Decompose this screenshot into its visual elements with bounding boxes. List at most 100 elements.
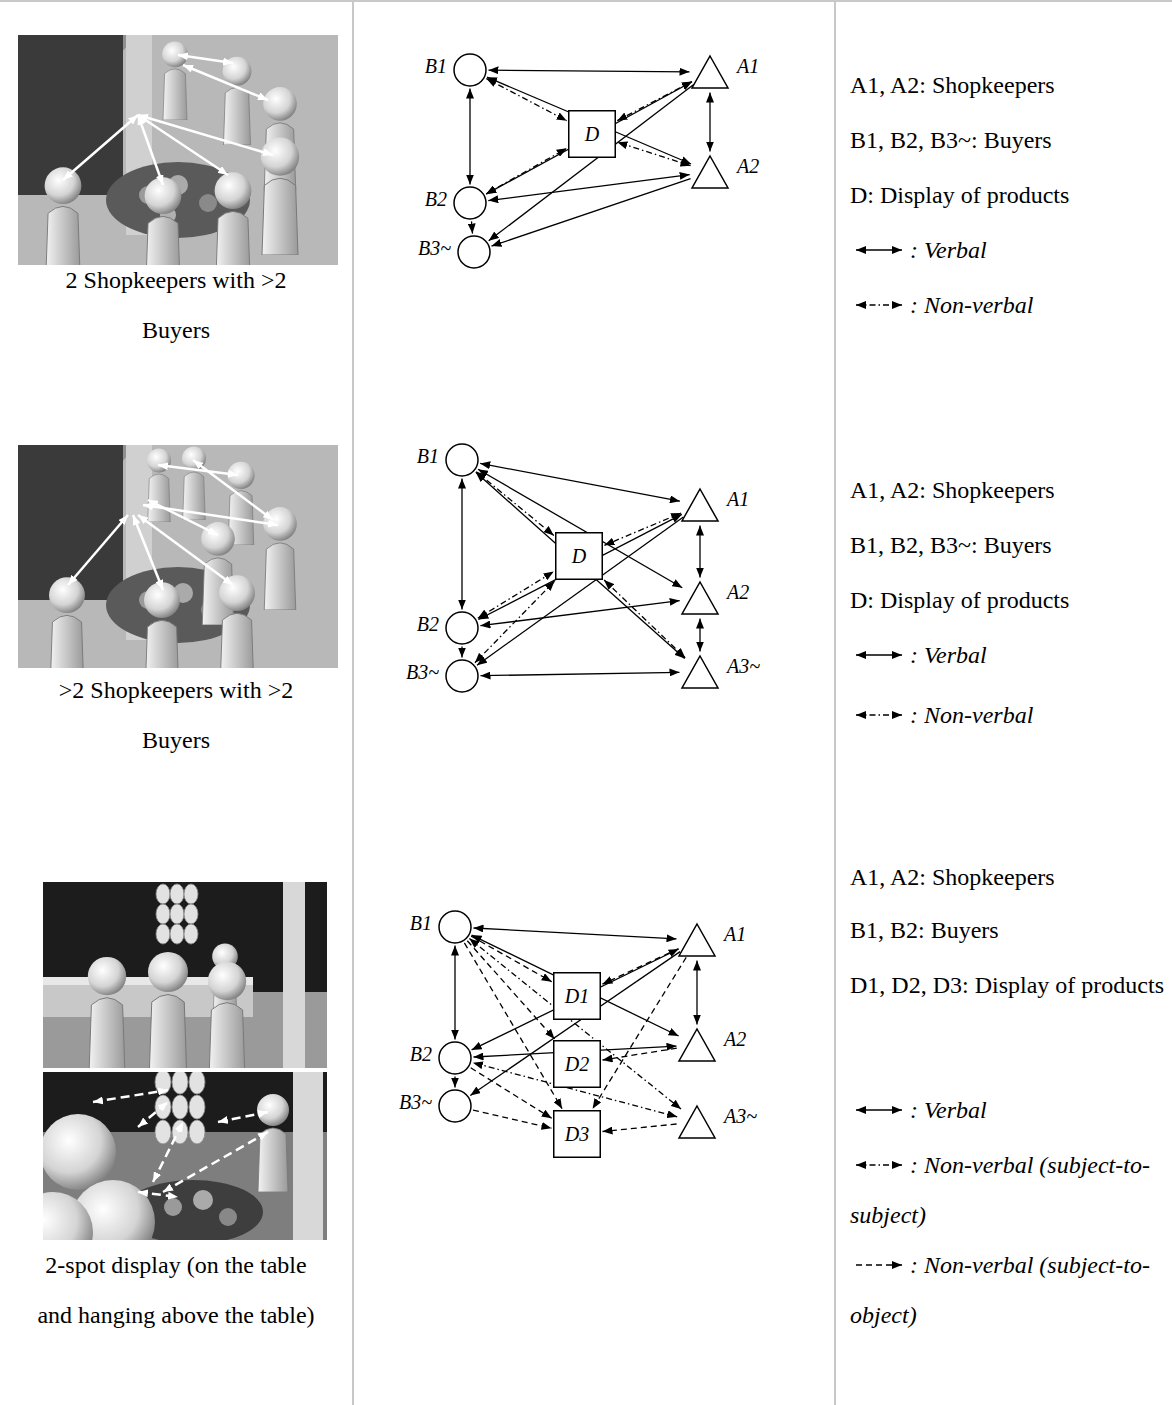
- illustration-part: [293, 1072, 323, 1240]
- interaction-arrow: [696, 961, 697, 1025]
- interaction-arrow: [473, 1110, 552, 1128]
- shopkeeper-triangle: A3~: [681, 655, 719, 689]
- illustration-part: [63, 55, 273, 185]
- buyer-circle: B1: [438, 910, 472, 944]
- interaction-arrow: [492, 179, 691, 247]
- node-shape: [692, 56, 728, 88]
- node-outline: [438, 1089, 472, 1123]
- illustration-part: [138, 1102, 168, 1127]
- illustration-part: [138, 115, 273, 155]
- illustration-part: [856, 304, 902, 305]
- legend-text: : Non-verbal (subject-to-object): [850, 1240, 1165, 1340]
- interaction-arrow: [472, 221, 473, 233]
- node-label: A1: [724, 923, 746, 945]
- illustration-part: [133, 515, 163, 590]
- illustration-part: [156, 924, 170, 944]
- illustration-part: [856, 1264, 902, 1265]
- illustration-part: [283, 882, 305, 1068]
- interaction-arrow: [461, 479, 462, 610]
- display-render: [13, 1070, 327, 1272]
- interaction-arrow: [699, 619, 700, 652]
- illustration-part: [49, 577, 85, 687]
- illustration-part: [189, 1120, 205, 1144]
- node-shape: [556, 533, 603, 580]
- node-outline: [445, 611, 479, 645]
- shopkeeper-triangle: A2: [691, 155, 729, 189]
- illustration-part: [138, 1192, 178, 1197]
- illustration-part: [193, 460, 273, 520]
- node-shape: [446, 444, 478, 476]
- node-label: B1: [410, 912, 432, 934]
- interaction-arrow: [454, 1077, 455, 1088]
- display-box: D: [568, 110, 616, 158]
- node-outline: [438, 1041, 472, 1075]
- node-label: B1: [425, 55, 447, 77]
- legend-text: : Non-verbal: [850, 690, 1165, 740]
- illustration-part: [172, 1095, 188, 1119]
- buyer-circle: B2: [445, 611, 479, 645]
- node-shape: [554, 1111, 601, 1158]
- interaction-arrow: [471, 1068, 552, 1119]
- node-shape: [554, 973, 601, 1020]
- illustration-part: [0, 0, 1172, 2]
- node-shape: [554, 1041, 601, 1088]
- interaction-arrow: [480, 601, 679, 626]
- illustration-part: [63, 115, 138, 180]
- node-shape: [679, 1106, 715, 1138]
- illustration-part: [40, 1114, 116, 1190]
- node-outline: [691, 55, 729, 89]
- interaction-arrow: [469, 89, 470, 185]
- interaction-arrow: [461, 647, 462, 658]
- node-label: D: [572, 545, 586, 567]
- illustration-part: [856, 1109, 902, 1110]
- illustration-part: [184, 884, 198, 904]
- display-box: D: [555, 532, 603, 580]
- market-render: [18, 35, 338, 290]
- node-label: B3~: [406, 661, 439, 683]
- illustration-part: [170, 884, 184, 904]
- node-label: D2: [565, 1053, 589, 1075]
- node-outline: [445, 659, 479, 693]
- display-box: D2: [553, 1040, 601, 1088]
- illustration-part: [189, 1095, 205, 1119]
- buyer-circle: B2: [438, 1041, 472, 1075]
- illustration-part: [156, 904, 170, 924]
- node-label: A2: [724, 1028, 746, 1050]
- display-box: D1: [553, 972, 601, 1020]
- node-label: B3~: [418, 237, 451, 259]
- illustration-part: [261, 137, 299, 255]
- interaction-arrow: [604, 513, 681, 545]
- interaction-arrow: [476, 472, 554, 536]
- legend-text: : Non-verbal (subject-to-subject): [850, 1140, 1165, 1240]
- key-text: D: Display of products: [850, 170, 1165, 220]
- interaction-arrow: [604, 580, 685, 658]
- illustration-part: [257, 1094, 289, 1192]
- node-outline: [678, 1028, 716, 1062]
- legend-text: : Verbal: [850, 1085, 1165, 1135]
- shopkeeper-triangle: A3~: [678, 1105, 716, 1139]
- interaction-arrow: [489, 70, 690, 72]
- interaction-arrow: [469, 939, 681, 1110]
- node-outline: [453, 186, 487, 220]
- interaction-arrow: [617, 142, 690, 166]
- caption-text: 2-spot display (on the table and hanging…: [26, 1240, 326, 1340]
- node-label: A3~: [724, 1105, 757, 1127]
- illustration-part: [156, 884, 198, 944]
- node-label: B2: [425, 188, 447, 210]
- display-render: [43, 882, 327, 1080]
- key-text: A1, A2: Shopkeepers: [850, 465, 1165, 515]
- illustration-part: [178, 55, 233, 63]
- illustration-part: [155, 1120, 171, 1144]
- node-outline: [681, 581, 719, 615]
- illustration-part: [208, 962, 246, 1080]
- interaction-arrow: [474, 928, 677, 939]
- node-shape: [458, 236, 490, 268]
- interaction-arrow: [603, 1124, 677, 1132]
- illustration-part: [184, 904, 198, 924]
- illustration-part: [183, 65, 268, 100]
- node-label: B3~: [399, 1091, 432, 1113]
- node-outline: [681, 488, 719, 522]
- illustration-part: [218, 1112, 268, 1122]
- node-label: D1: [565, 985, 589, 1007]
- node-outline: [691, 155, 729, 189]
